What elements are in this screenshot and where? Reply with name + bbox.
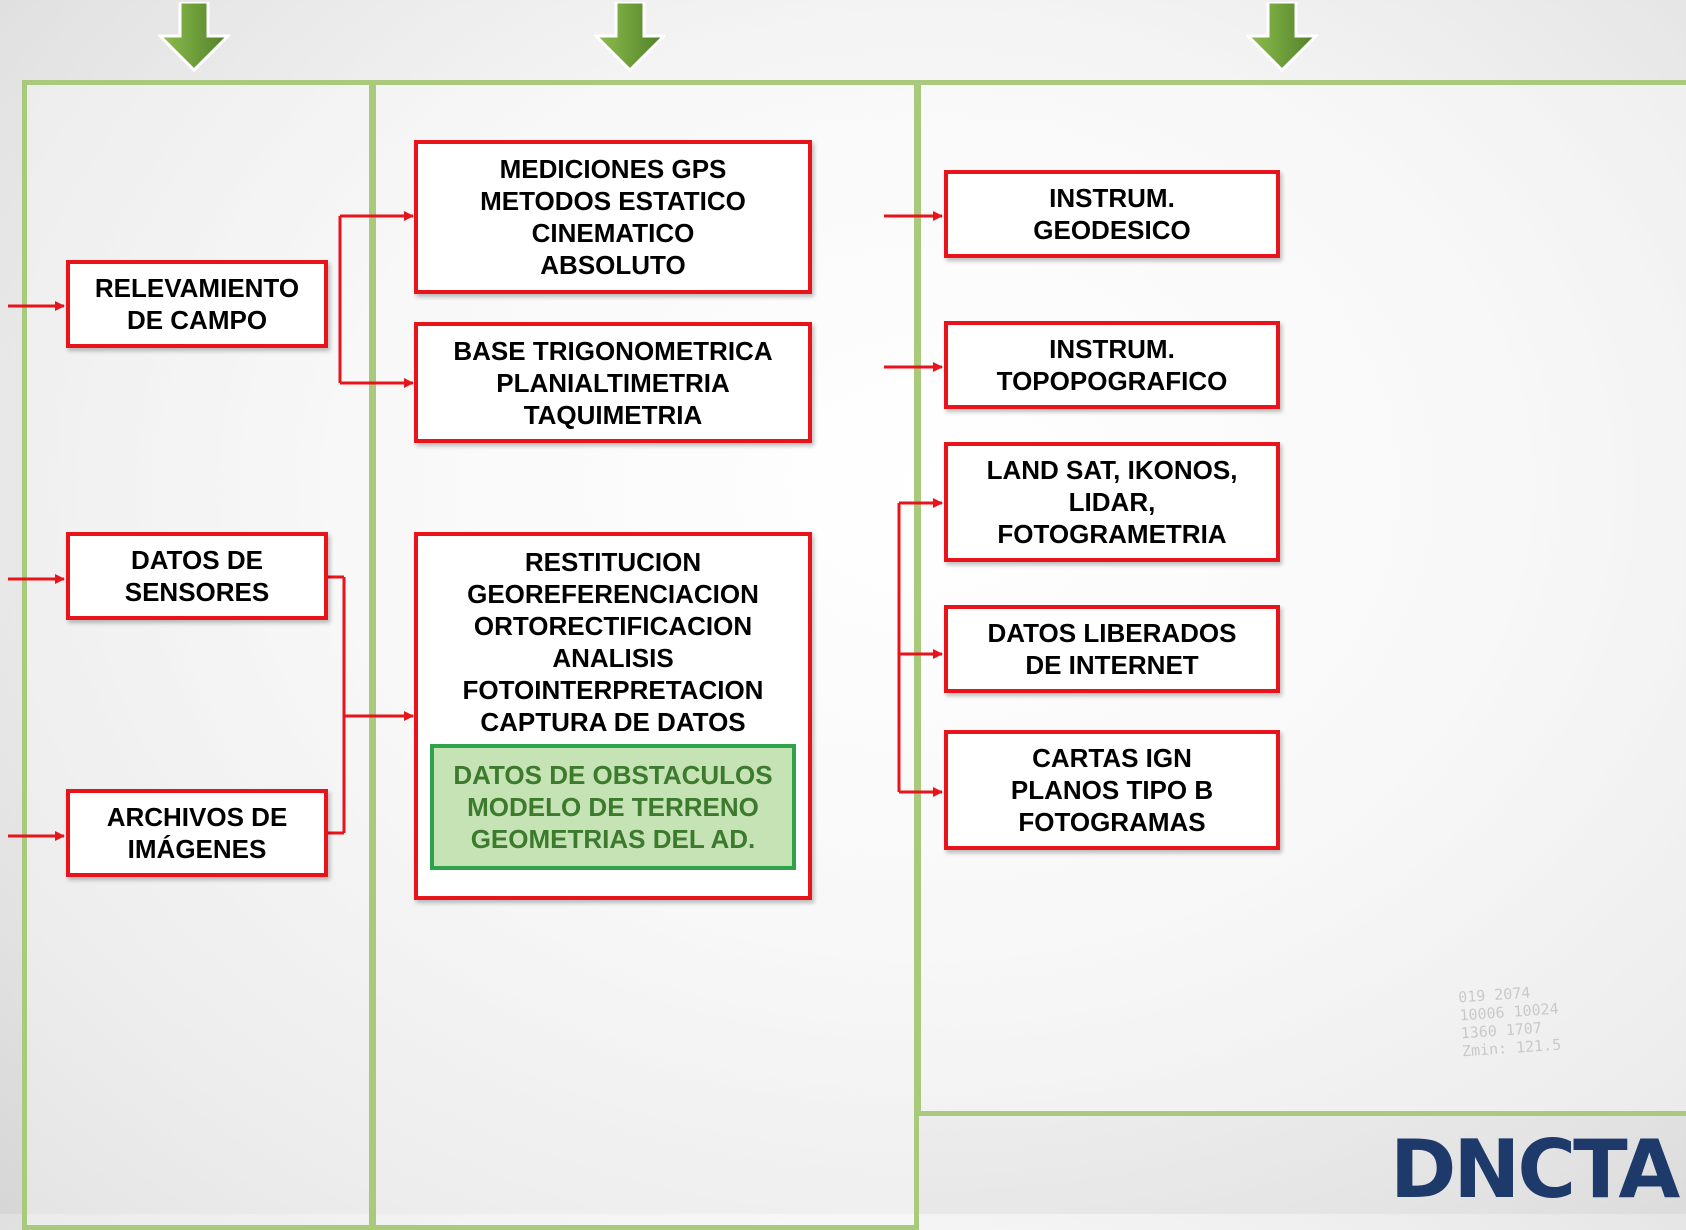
box-base-trigonometrica: BASE TRIGONOMETRICA PLANIALTIMETRIA TAQU… [414,322,812,443]
box-text-line: DATOS DE OBSTACULOS [453,760,773,790]
box-instrum-topografico: INSTRUM. TOPOPOGRAFICO [944,321,1280,409]
box-instrum-geodesico: INSTRUM. GEODESICO [944,170,1280,258]
box-datos-de-sensores: DATOS DE SENSORES [66,532,328,620]
box-text-line: FOTOGRAMAS [1018,807,1206,837]
box-text-line: TAQUIMETRIA [523,399,703,430]
box-text-line: LIDAR, [1068,487,1156,517]
box-cartas-ign: CARTAS IGN PLANOS TIPO B FOTOGRAMAS [944,730,1280,850]
box-text-line: ORTORECTIFICACION [473,611,753,641]
box-text-line: DATOS DE [131,545,263,575]
box-text-line: GEODESICO [1033,215,1191,245]
dncta-logo: DNCTA [1390,1123,1680,1216]
box-text-line: CARTAS IGN [1032,743,1192,773]
box-text-line: GEOMETRIAS DEL AD. [470,824,756,854]
background-map-text: 019 2074 10006 10024 1360 1707 Zmin: 121… [1458,982,1562,1061]
arrow-down-icon [1246,2,1318,72]
box-text-line: FOTOGRAMETRIA [997,519,1227,549]
box-text-line: IMÁGENES [127,834,267,864]
box-text-line: RESTITUCION [524,547,702,577]
box-text-line: LAND SAT, IKONOS, [986,455,1238,485]
box-text-line: DE INTERNET [1025,650,1199,680]
box-text-line: MEDICIONES GPS [499,154,727,184]
box-text-line: CAPTURA DE DATOS [480,707,746,737]
box-text-line: GEOREFERENCIACION [467,579,759,609]
box-text-line: INSTRUM. [1049,183,1175,213]
arrow-down-icon [594,2,666,72]
box-text-line: FOTOINTERPRETACION [462,675,764,705]
column-panel-left [22,80,374,1230]
box-datos-liberados: DATOS LIBERADOS DE INTERNET [944,605,1280,693]
box-text-line: ARCHIVOS DE [106,802,288,832]
box-text-line: PLANOS TIPO B [1010,775,1214,805]
box-mediciones-gps: MEDICIONES GPS METODOS ESTATICO CINEMATI… [414,140,812,294]
box-text-line: METODOS ESTATICO [480,186,746,216]
box-text-line: DATOS LIBERADOS [987,618,1237,648]
box-text-line: BASE TRIGONOMETRICA [453,335,773,366]
box-text-line: CINEMATICO [531,218,695,248]
box-archivos-de-imagenes: ARCHIVOS DE IMÁGENES [66,789,328,877]
box-text-line: MODELO DE TERRENO [467,792,759,822]
box-text-line: ABSOLUTO [540,250,686,280]
box-relevamiento-de-campo: RELEVAMIENTO DE CAMPO [66,260,328,348]
box-text-line: ANALISIS [552,643,674,673]
box-text-line: RELEVAMIENTO [94,273,300,303]
box-output-datos-obstaculos: DATOS DE OBSTACULOS MODELO DE TERRENO GE… [430,744,796,870]
box-text-line: INSTRUM. [1049,334,1175,364]
box-text-line: TOPOPOGRAFICO [996,366,1228,396]
box-text-line: SENSORES [124,577,270,607]
box-text-line: PLANIALTIMETRIA [496,367,730,398]
arrow-down-icon [158,2,230,72]
box-text-line: DE CAMPO [126,305,268,335]
box-land-sat-ikonos: LAND SAT, IKONOS, LIDAR, FOTOGRAMETRIA [944,442,1280,562]
